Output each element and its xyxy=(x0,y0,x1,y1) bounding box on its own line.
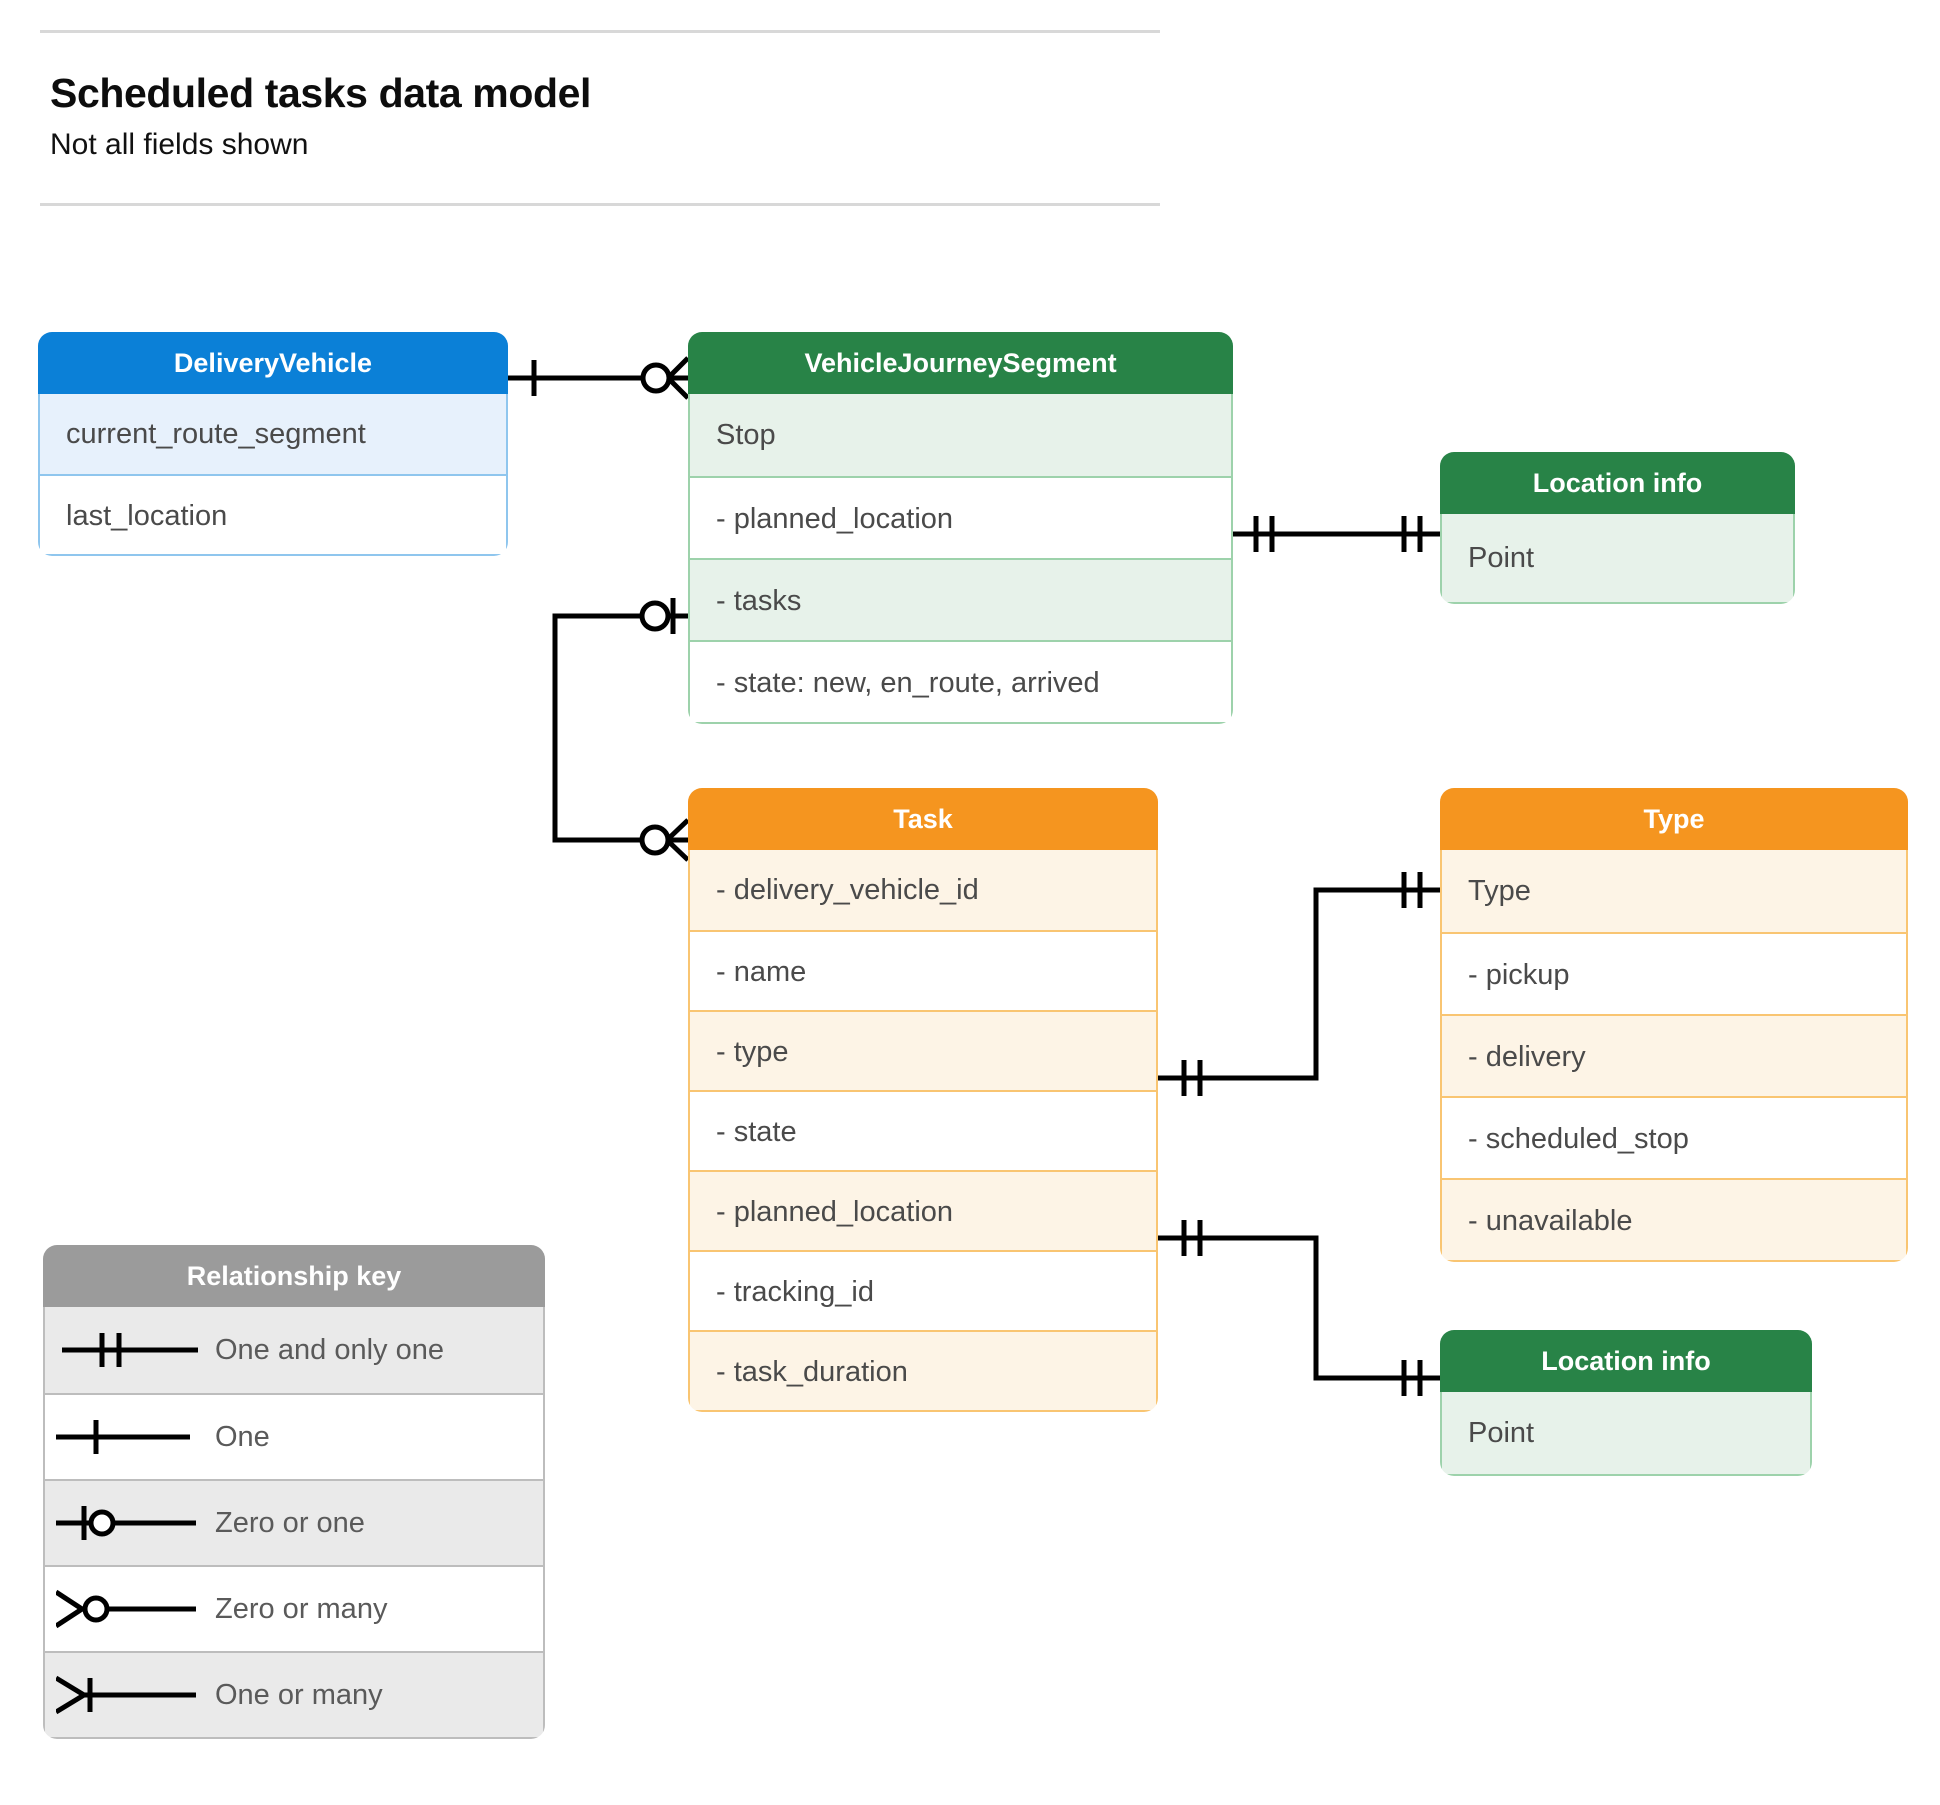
legend-label: One and only one xyxy=(215,1334,444,1366)
field-row[interactable]: - state: new, en_route, arrived xyxy=(690,640,1231,722)
legend-item-one: One xyxy=(45,1393,543,1479)
entity-title-location-info-top: Location info xyxy=(1440,452,1795,514)
entity-location-info-top[interactable]: Location info Point xyxy=(1440,452,1795,604)
legend-label: One xyxy=(215,1421,270,1453)
relationship-key-rows: One and only one One xyxy=(43,1307,545,1739)
field-row[interactable]: - planned_location xyxy=(690,1170,1156,1250)
header-divider-bottom xyxy=(40,203,1160,206)
field-row[interactable]: - task_duration xyxy=(690,1330,1156,1410)
entity-vehicle-journey-segment[interactable]: VehicleJourneySegment Stop - planned_loc… xyxy=(688,332,1233,724)
field-row[interactable]: - state xyxy=(690,1090,1156,1170)
legend-item-zero-or-many: Zero or many xyxy=(45,1565,543,1651)
field-row[interactable]: - tracking_id xyxy=(690,1250,1156,1330)
field-row[interactable]: - delivery_vehicle_id xyxy=(690,850,1156,930)
field-row[interactable]: last_location xyxy=(40,474,506,554)
page-subtitle: Not all fields shown xyxy=(50,128,309,161)
zero-or-one-icon xyxy=(45,1481,215,1565)
field-row[interactable]: - scheduled_stop xyxy=(1442,1096,1906,1178)
field-row[interactable]: - type xyxy=(690,1010,1156,1090)
field-row[interactable]: - pickup xyxy=(1442,932,1906,1014)
entity-title-location-info-bottom: Location info xyxy=(1440,1330,1812,1392)
legend-item-zero-or-one: Zero or one xyxy=(45,1479,543,1565)
page-title: Scheduled tasks data model xyxy=(50,70,591,116)
field-row[interactable]: - name xyxy=(690,930,1156,1010)
entity-title-type: Type xyxy=(1440,788,1908,850)
legend-item-one-and-only-one: One and only one xyxy=(45,1307,543,1393)
field-row[interactable]: Point xyxy=(1442,1392,1810,1474)
entity-type[interactable]: Type Type - pickup - delivery - schedule… xyxy=(1440,788,1908,1262)
entity-task[interactable]: Task - delivery_vehicle_id - name - type… xyxy=(688,788,1158,1412)
one-and-only-one-icon xyxy=(45,1307,215,1393)
entity-location-info-bottom[interactable]: Location info Point xyxy=(1440,1330,1812,1476)
entity-title-delivery-vehicle: DeliveryVehicle xyxy=(38,332,508,394)
one-or-many-icon xyxy=(45,1653,215,1737)
entity-rows-vehicle-journey-segment: Stop - planned_location - tasks - state:… xyxy=(688,394,1233,724)
entity-title-task: Task xyxy=(688,788,1158,850)
relationship-key-title: Relationship key xyxy=(43,1245,545,1307)
field-row[interactable]: - delivery xyxy=(1442,1014,1906,1096)
entity-rows-delivery-vehicle: current_route_segment last_location xyxy=(38,394,508,556)
relationship-key-legend: Relationship key One and only one xyxy=(43,1245,545,1739)
legend-label: Zero or one xyxy=(215,1507,365,1539)
one-icon xyxy=(45,1395,215,1479)
field-row[interactable]: - planned_location xyxy=(690,476,1231,558)
field-row[interactable]: - unavailable xyxy=(1442,1178,1906,1260)
header-divider-top xyxy=(40,30,1160,33)
legend-label: One or many xyxy=(215,1679,383,1711)
field-row[interactable]: current_route_segment xyxy=(40,394,506,474)
entity-rows-location-info-top: Point xyxy=(1440,514,1795,604)
legend-item-one-or-many: One or many xyxy=(45,1651,543,1737)
field-row[interactable]: Stop xyxy=(690,394,1231,476)
zero-or-many-icon xyxy=(45,1567,215,1651)
field-row[interactable]: Point xyxy=(1442,514,1793,602)
entity-rows-location-info-bottom: Point xyxy=(1440,1392,1812,1476)
entity-rows-task: - delivery_vehicle_id - name - type - st… xyxy=(688,850,1158,1412)
entity-rows-type: Type - pickup - delivery - scheduled_sto… xyxy=(1440,850,1908,1262)
field-row[interactable]: Type xyxy=(1442,850,1906,932)
field-row[interactable]: - tasks xyxy=(690,558,1231,640)
legend-label: Zero or many xyxy=(215,1593,388,1625)
entity-title-vehicle-journey-segment: VehicleJourneySegment xyxy=(688,332,1233,394)
entity-delivery-vehicle[interactable]: DeliveryVehicle current_route_segment la… xyxy=(38,332,508,556)
